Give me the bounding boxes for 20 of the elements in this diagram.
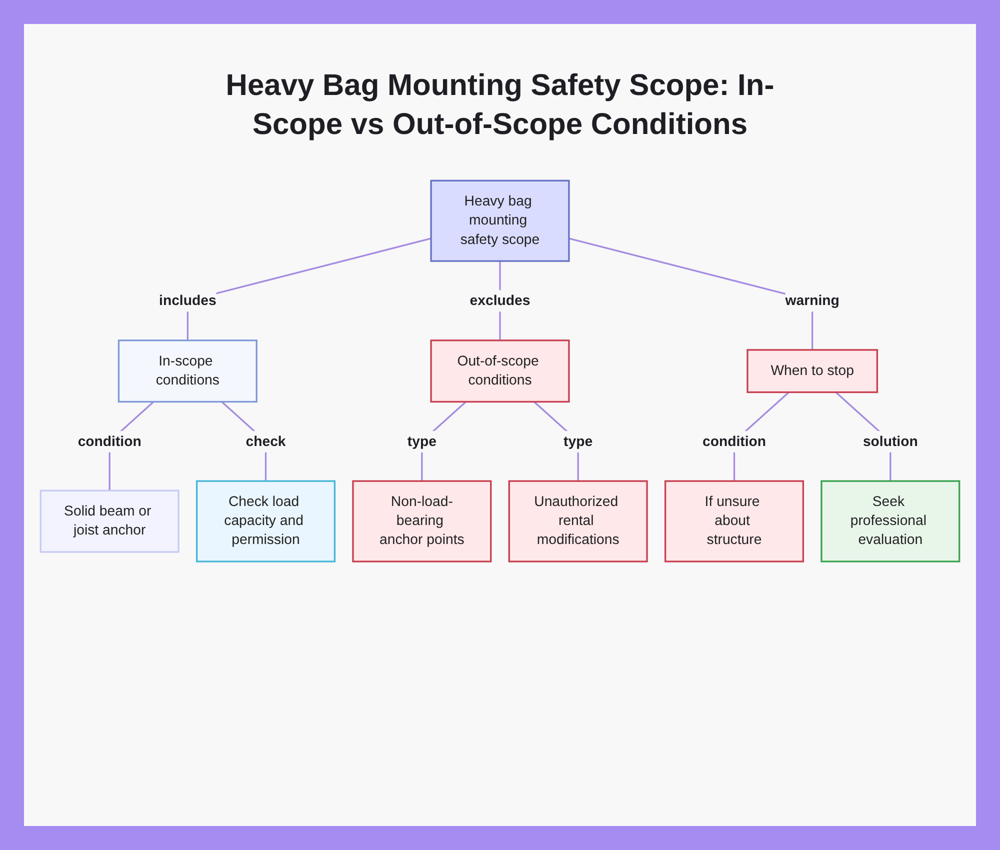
edge-label: condition <box>78 433 142 450</box>
edge-label: excludes <box>470 292 530 308</box>
node-box: When to stop <box>746 349 878 394</box>
node-box: Out-of-scope conditions <box>430 340 570 403</box>
diagram-title: Heavy Bag Mounting Safety Scope: In-Scope vs Out-of-Scope Conditions <box>224 68 776 143</box>
edge-label: condition <box>702 433 766 450</box>
node-box: In-scope conditions <box>118 340 258 403</box>
edge-label: solution <box>862 433 918 450</box>
edge-label: warning <box>785 292 840 308</box>
edge-label: type <box>564 433 593 450</box>
node-box: Check load capacity and permission <box>196 480 336 562</box>
node-box: If unsure about structure <box>664 480 804 562</box>
node-box: Heavy bag mounting safety scope <box>430 180 570 262</box>
edge-label: check <box>246 433 286 450</box>
node-box: Seek professional evaluation <box>820 480 960 562</box>
edge-label: type <box>407 433 436 450</box>
node-box: Unauthorized rental modifications <box>508 480 648 562</box>
node-box: Solid beam or joist anchor <box>40 490 180 553</box>
edge-label: includes <box>159 292 216 308</box>
node-box: Non-load-bearing anchor points <box>352 480 492 562</box>
